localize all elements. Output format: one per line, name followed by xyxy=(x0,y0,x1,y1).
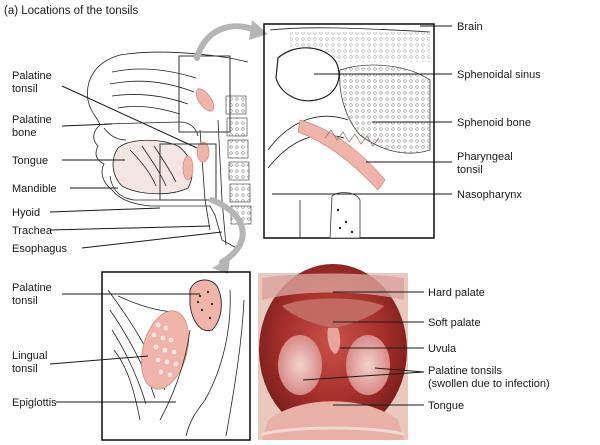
callout-arrow-lower xyxy=(209,197,246,265)
label-sphenoid-bone: Sphenoid bone xyxy=(457,117,531,129)
lingual-tonsil-shape xyxy=(182,155,194,181)
label-zoom-palatine-tonsil-line2: tonsil xyxy=(12,295,38,307)
label-palatine-tonsil-line2: tonsil xyxy=(12,83,38,95)
leader-lines xyxy=(49,25,452,406)
label-brain: Brain xyxy=(457,21,483,33)
oropharynx-panel-frame xyxy=(101,271,251,441)
label-palatine-bone-line2: bone xyxy=(12,127,36,139)
label-palatine-tonsils-line2: (swollen due to infection) xyxy=(428,378,550,390)
sphenoidal-sinus-shape xyxy=(275,47,340,102)
label-epiglottis: Epiglottis xyxy=(12,397,57,409)
label-pharyngeal-tonsil-line1: Pharyngeal xyxy=(457,151,513,163)
label-trachea: Trachea xyxy=(12,225,53,237)
figure-title: (a) Locations of the tonsils xyxy=(4,5,138,17)
label-zoom-palatine-tonsil-line1: Palatine xyxy=(12,282,52,294)
pharyngeal-tonsil-shape xyxy=(195,88,215,112)
label-sphenoidal-sinus: Sphenoidal sinus xyxy=(457,69,541,81)
label-palatine-tonsil-line1: Palatine xyxy=(12,70,52,82)
oropharynx-zoom-panel xyxy=(101,271,251,441)
label-mandible: Mandible xyxy=(12,183,57,195)
label-nasopharynx: Nasopharynx xyxy=(457,189,522,201)
palatine-tonsil-zoom-shape xyxy=(189,279,222,332)
throat-photo xyxy=(258,264,408,440)
pharyngeal-tonsil-zoom-shape xyxy=(297,119,386,191)
label-lingual-tonsil-line1: Lingual xyxy=(12,350,47,362)
label-uvula: Uvula xyxy=(428,343,457,355)
label-esophagus: Esophagus xyxy=(12,243,68,255)
nasopharynx-zoom-panel xyxy=(263,23,435,239)
callout-arrowhead-upper xyxy=(249,20,268,40)
label-tongue: Tongue xyxy=(12,155,48,167)
head-sagittal-illustration xyxy=(87,51,252,251)
label-soft-palate: Soft palate xyxy=(428,317,481,329)
label-hyoid: Hyoid xyxy=(12,207,40,219)
label-photo-tongue: Tongue xyxy=(428,400,464,412)
label-palatine-tonsils-line1: Palatine tonsils xyxy=(428,365,502,377)
label-lingual-tonsil-line2: tonsil xyxy=(12,363,38,375)
callout-arrow-upper xyxy=(194,23,258,61)
label-hard-palate: Hard palate xyxy=(428,287,485,299)
palatine-tonsil-shape xyxy=(196,141,210,163)
callout-arrowhead-lower xyxy=(212,258,230,274)
zoom-box-upper xyxy=(178,55,231,133)
label-palatine-bone-line1: Palatine xyxy=(12,114,52,126)
label-pharyngeal-tonsil-line2: tonsil xyxy=(457,164,483,176)
